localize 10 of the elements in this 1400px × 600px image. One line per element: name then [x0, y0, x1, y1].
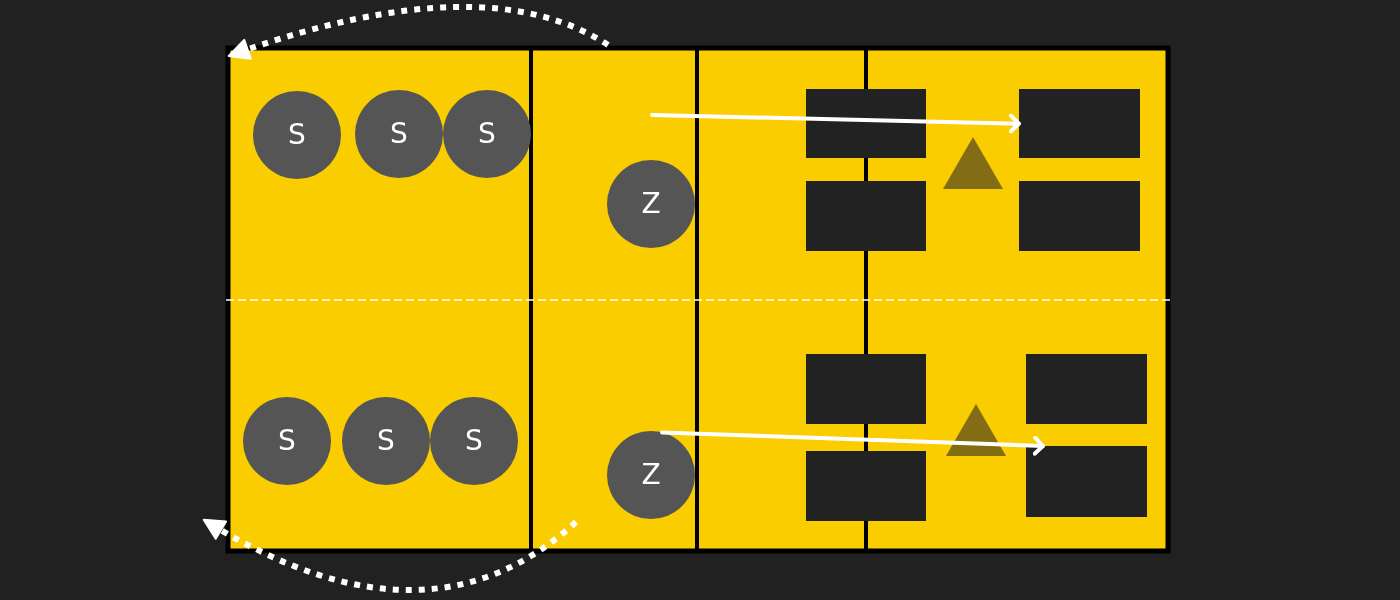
- block-marker: [806, 181, 926, 251]
- block-marker: [1026, 354, 1147, 424]
- block-marker: [1026, 446, 1147, 517]
- block-marker: [1019, 89, 1140, 158]
- block-marker: [806, 89, 926, 158]
- arrow: [660, 430, 1045, 456]
- block-marker: [806, 354, 926, 424]
- block-marker: [1019, 181, 1140, 251]
- block-marker: [806, 451, 926, 521]
- arrow: [650, 113, 1021, 134]
